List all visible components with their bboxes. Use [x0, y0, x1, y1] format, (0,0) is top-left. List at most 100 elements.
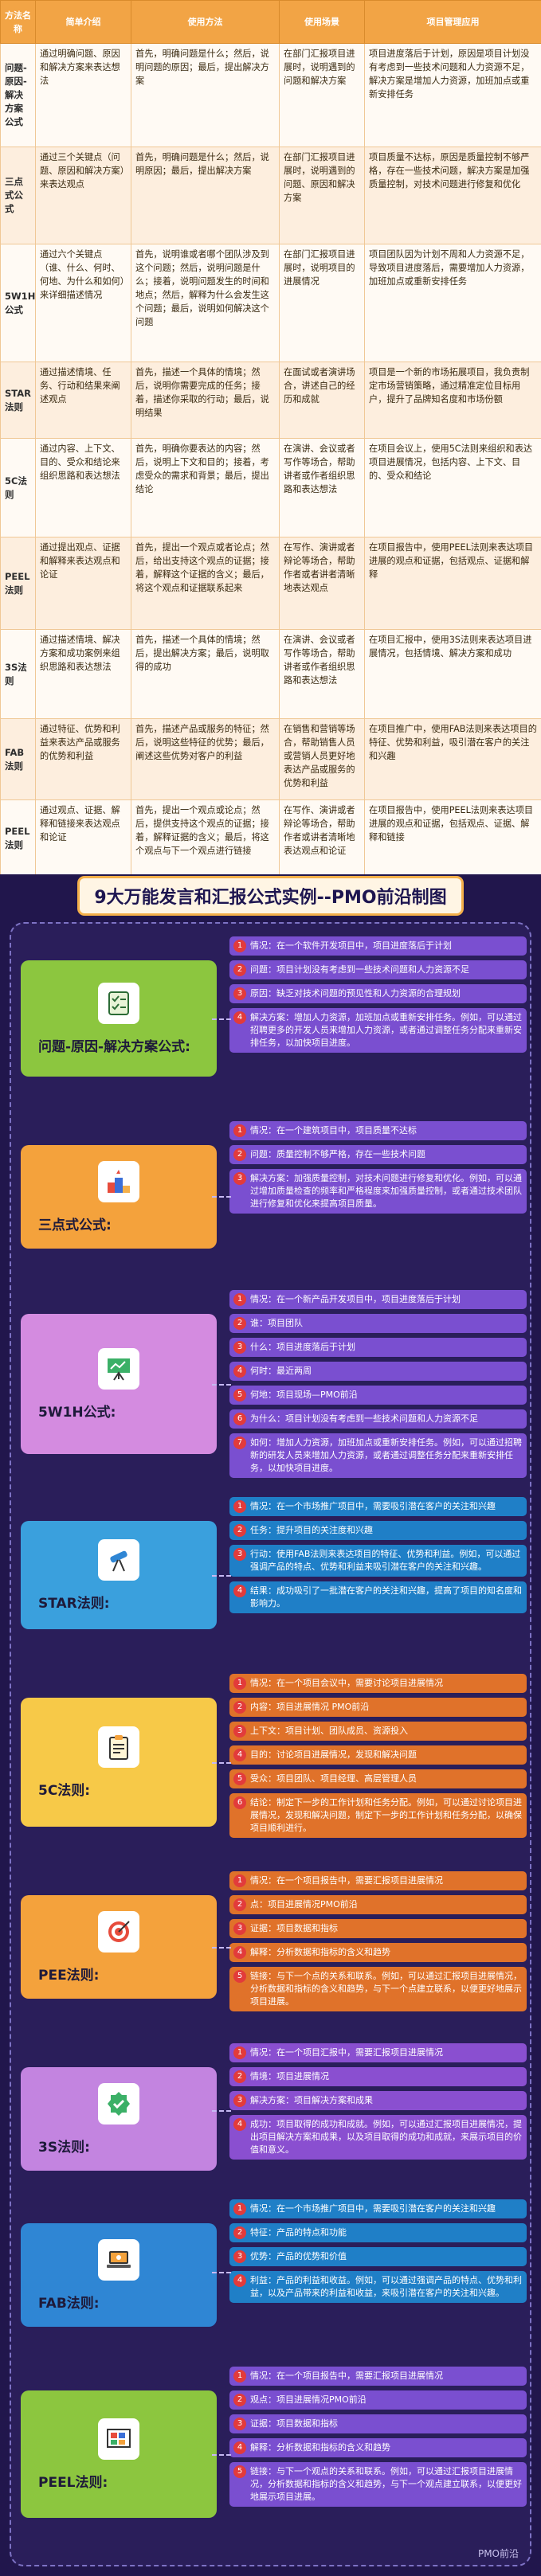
- methods-table: 方法名称简单介绍使用方法使用场景项目管理应用 问题-原因-解决方案公式通过明确问…: [0, 0, 541, 877]
- table-cell: 在销售和营销等场合，帮助销售人员或营销人员更好地表达产品或服务的优势和利益: [279, 718, 365, 800]
- table-body: 问题-原因-解决方案公式通过明确问题、原因和解决方案来表达想法首先，明确问题是什…: [0, 43, 541, 877]
- step-text: 情况：在一个新产品开发项目中，项目进度落后于计划: [250, 1294, 461, 1304]
- table-cell: 在面试或者演讲场合，讲述自己的经历和成就: [279, 362, 365, 439]
- table-row: STAR法则通过描述情境、任务、行动和结果来阐述观点首先，描述一个具体的情境；然…: [0, 362, 541, 439]
- table-cell: 首先，明确问题是什么；然后，说明原因；最后，提出解决方案: [131, 147, 280, 244]
- step-number-badge: 5: [233, 2465, 246, 2478]
- step-text: 情境：项目进展情况: [250, 2071, 329, 2082]
- formula-card: PEE法则:: [21, 1895, 217, 1999]
- step-text: 情况：在一个项目汇报中，需要汇报项目进展情况: [250, 2047, 443, 2058]
- formula-label: PEEL法则:: [38, 2474, 108, 2491]
- method-name-cell: FAB法则: [0, 718, 36, 800]
- step-number-badge: 1: [233, 1124, 246, 1137]
- formula-label: STAR法则:: [38, 1595, 110, 1612]
- step-number-badge: 3: [233, 1341, 246, 1354]
- step-number-badge: 2: [233, 2070, 246, 2083]
- table-cell: 通过观点、证据、解释和链接来表达观点和论证: [35, 799, 131, 877]
- step-number-badge: 4: [233, 1585, 246, 1597]
- step-text: 链接：与下一个观点的关系和联系。例如，可以通过汇报项目进展情况，分析数据和指标的…: [250, 2466, 522, 2502]
- checklist-icon: [98, 982, 139, 1024]
- table-cell: 项目团队因为计划不周和人力资源不足，导致项目进度落后，需要增加人力资源，加班加点…: [364, 244, 541, 362]
- step-number-badge: 1: [233, 940, 246, 952]
- table-cell: 在项目推广中，使用FAB法则来表达项目的特征、优势和利益，吸引潜在客户的关注和兴…: [364, 718, 541, 800]
- step-number-badge: 2: [233, 1148, 246, 1161]
- step-text: 点：项目进展情况PMO前沿: [250, 1899, 358, 1910]
- step-number-badge: 6: [233, 1413, 246, 1425]
- step-number-badge: 3: [233, 1172, 246, 1185]
- step-pill: 6 为什么：项目计划没有考虑到一些技术问题和人力资源不足: [229, 1409, 527, 1429]
- table-header-cell: 项目管理应用: [364, 0, 541, 44]
- table-cell: 在演讲、会议或者写作等场合，帮助讲者或作者组织思路和表达想法: [279, 438, 365, 537]
- table-row: 三点式公式通过三个关键点（问题、原因和解决方案）来表达观点首先，明确问题是什么；…: [0, 147, 541, 244]
- table-cell: 在部门汇报项目进展时，说明遇到的问题和解决方案: [279, 43, 365, 147]
- step-number-badge: 2: [233, 1898, 246, 1911]
- step-number-badge: 1: [233, 2370, 246, 2383]
- step-text: 情况：在一个项目报告中，需要汇报项目进展情况: [250, 2371, 443, 2381]
- step-text: 问题：项目计划没有考虑到一些技术问题和人力资源不足: [250, 964, 469, 975]
- connector-line: [212, 2110, 231, 2112]
- table-cell: 在项目报告中，使用PEEL法则来表达项目进展的观点和证据，包括观点、证据、解释和…: [364, 799, 541, 877]
- table-cell: 通过六个关键点（谁、什么、何时、何地、为什么和如何）来详细描述情况: [35, 244, 131, 362]
- table-cell: 项目进度落后于计划，原因是项目计划没有考虑到一些技术问题和人力资源不足，解决方案…: [364, 43, 541, 147]
- step-text: 情况：在一个建筑项目中，项目质量不达标: [250, 1125, 417, 1136]
- step-text: 优势：产品的优势和价值: [250, 2251, 347, 2261]
- step-number-badge: 4: [233, 1011, 246, 1024]
- table-row: 3S法则通过描述情境、解决方案和成功案例来组织思路和表达想法首先，描述一个具体的…: [0, 629, 541, 719]
- table-cell: 首先，明确问题是什么；然后，说明问题的原因；最后，提出解决方案: [131, 43, 280, 147]
- step-text: 为什么：项目计划没有考虑到一些技术问题和人力资源不足: [250, 1413, 478, 1424]
- step-text: 特征：产品的特点和功能: [250, 2227, 347, 2238]
- table-cell: 通过内容、上下文、目的、受众和结论来组织思路和表达想法: [35, 438, 131, 537]
- step-text: 解决方案：加强质量控制，对技术问题进行修复和优化。例如，可以通过增加质量检查的频…: [250, 1173, 522, 1209]
- method-name-cell: 3S法则: [0, 629, 36, 719]
- step-number-badge: 2: [233, 1317, 246, 1330]
- step-number-badge: 5: [233, 1389, 246, 1401]
- step-number-badge: 5: [233, 1970, 246, 1983]
- step-text: 成功：项目取得的成功和成就。例如，可以通过汇报项目进展情况，提出项目解决方案和成…: [250, 2119, 522, 2155]
- step-number-badge: 2: [233, 964, 246, 976]
- formula-card: FAB法则:: [21, 2223, 217, 2327]
- step-number-badge: 7: [233, 1437, 246, 1449]
- step-text: 行动：使用FAB法则来表达项目的特征、优势和利益。例如，可以通过强调产品的特点、…: [250, 1549, 521, 1572]
- step-number-badge: 1: [233, 1677, 246, 1690]
- formula-label: 5W1H公式:: [38, 1404, 116, 1421]
- table-cell: 在部门汇报项目进展时，说明遇到的问题、原因和解决方案: [279, 147, 365, 244]
- step-number-badge: 2: [233, 2394, 246, 2406]
- table-header-cell: 简单介绍: [35, 0, 131, 44]
- puzzle-board-icon: [98, 2418, 139, 2460]
- step-text: 目的：讨论项目进展情况，发现和解决问题: [250, 1749, 417, 1760]
- poster-title-bar: 9大万能发言和汇报公式实例--PMO前沿制图: [8, 874, 533, 917]
- presentation-icon: [98, 1347, 139, 1390]
- step-number-badge: 4: [233, 1365, 246, 1378]
- step-number-badge: 2: [233, 1701, 246, 1714]
- step-text: 解释：分析数据和指标的含义和趋势: [250, 1947, 390, 1957]
- step-text: 链接：与下一个点的关系和联系。例如，可以通过汇报项目进展情况，分析数据和指标的含…: [250, 1971, 522, 2007]
- table-row: FAB法则通过特征、优势和利益来表达产品或服务的优势和利益首先，描述产品或服务的…: [0, 718, 541, 800]
- method-name-cell: 三点式公式: [0, 147, 36, 244]
- poster-title: 9大万能发言和汇报公式实例--PMO前沿制图: [80, 878, 461, 913]
- step-number-badge: 4: [233, 2441, 246, 2454]
- connector-line: [212, 1196, 231, 1198]
- table-cell: 通过描述情境、解决方案和成功案例来组织思路和表达想法: [35, 629, 131, 719]
- step-text: 受众：项目团队、项目经理、高层管理人员: [250, 1773, 417, 1784]
- table-cell: 通过描述情境、任务、行动和结果来阐述观点: [35, 362, 131, 439]
- table-cell: 首先，描述一个具体的情境；然后，说明你需要完成的任务；接着，描述你采取的行动；最…: [131, 362, 280, 439]
- method-name-cell: STAR法则: [0, 362, 36, 439]
- step-text: 证据：项目数据和指标: [250, 2418, 338, 2429]
- table-header-cell: 使用场景: [279, 0, 365, 44]
- step-text: 结论：制定下一步的工作计划和任务分配。例如，可以通过讨论项目进展情况，发现和解决…: [250, 1797, 522, 1833]
- step-text: 观点：项目进展情况PMO前沿: [250, 2394, 367, 2405]
- connector-line: [212, 1762, 231, 1764]
